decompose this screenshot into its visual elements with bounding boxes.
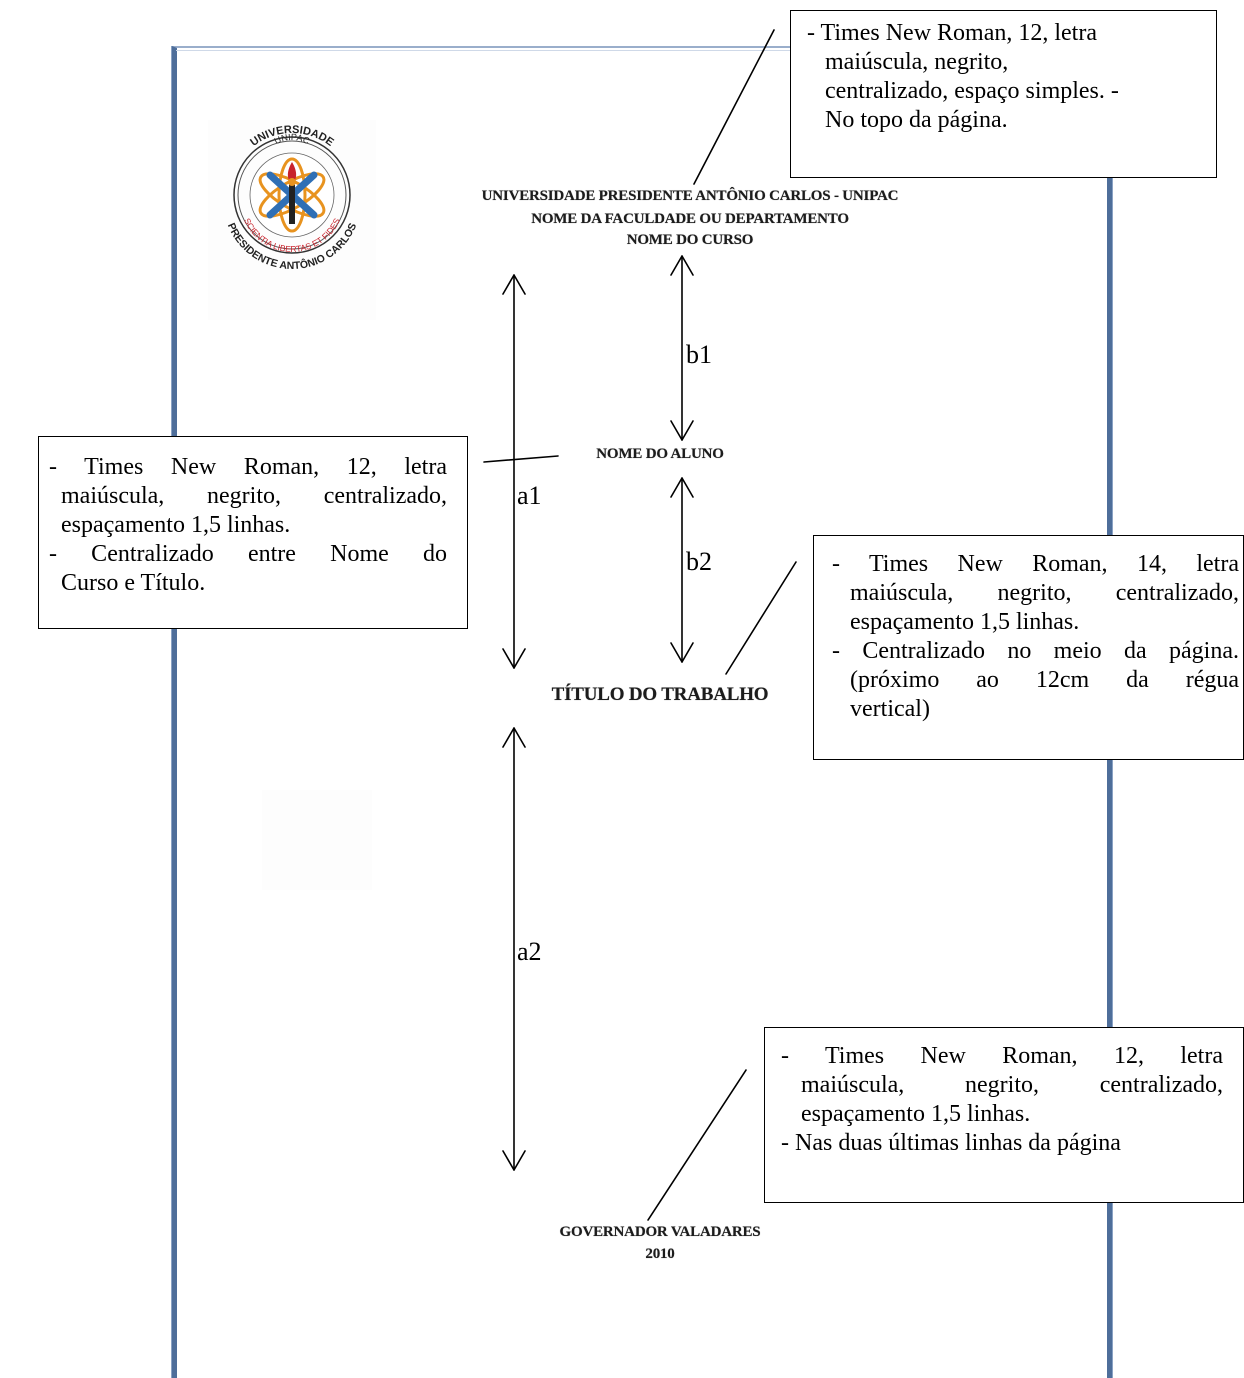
callout-title-line3: espaçamento 1,5 linhas. [850, 609, 1080, 635]
callout-header-line3: centralizado, espaço simples. - [825, 78, 1119, 104]
callout-title-line2: maiúscula, negrito, centralizado, [850, 580, 1239, 606]
header-faculty: NOME DA FACULDADE OU DEPARTAMENTO [531, 211, 849, 227]
callout-footer-line3: espaçamento 1,5 linhas. [801, 1101, 1031, 1127]
label-b2: b2 [686, 547, 712, 576]
callout-student-line1: - Times New Roman, 12, letra [49, 454, 447, 480]
header-course: NOME DO CURSO [626, 232, 754, 248]
callout-title-line4: - Centralizado no meio da página. [832, 638, 1239, 664]
callout-header-line4: No topo da página. [825, 107, 1008, 133]
callout-student-line5: Curso e Título. [61, 570, 206, 596]
label-a1: a1 [517, 481, 542, 510]
work-title: TÍTULO DO TRABALHO [551, 684, 769, 705]
callout-student-line2: maiúscula, negrito, centralizado, [61, 483, 447, 509]
callout-footer-line4: - Nas duas últimas linhas da página [781, 1130, 1121, 1156]
callout-title: - Times New Roman, 14, letra maiúscula, … [813, 535, 1244, 760]
year: 2010 [645, 1246, 675, 1262]
callout-student: - Times New Roman, 12, letra maiúscula, … [38, 436, 468, 629]
callout-footer-line1: - Times New Roman, 12, letra [781, 1043, 1223, 1069]
page-inner-edge [176, 50, 1102, 1371]
callout-footer: - Times New Roman, 12, letra maiúscula, … [764, 1027, 1244, 1203]
city-name: GOVERNADOR VALADARES [559, 1224, 761, 1240]
callout-footer-line2: maiúscula, negrito, centralizado, [801, 1072, 1223, 1098]
callout-header-line1: - Times New Roman, 12, letra [807, 20, 1097, 46]
callout-title-line1: - Times New Roman, 14, letra [832, 551, 1239, 577]
label-b1: b1 [686, 340, 712, 369]
header-university: UNIVERSIDADE PRESIDENTE ANTÔNIO CARLOS -… [481, 188, 899, 204]
callout-header: - Times New Roman, 12, letra maiúscula, … [790, 10, 1217, 178]
callout-title-line5: (próximo ao 12cm da régua [850, 667, 1239, 693]
student-name: NOME DO ALUNO [596, 446, 724, 462]
callout-header-line2: maiúscula, negrito, [825, 49, 1009, 75]
callout-student-line3: espaçamento 1,5 linhas. [61, 512, 291, 538]
callout-title-line6: vertical) [850, 696, 930, 722]
blank-patch-middle [262, 790, 372, 890]
blank-patch-top [208, 120, 376, 320]
label-a2: a2 [517, 937, 542, 966]
callout-student-line4: - Centralizado entre Nome do [49, 541, 447, 567]
